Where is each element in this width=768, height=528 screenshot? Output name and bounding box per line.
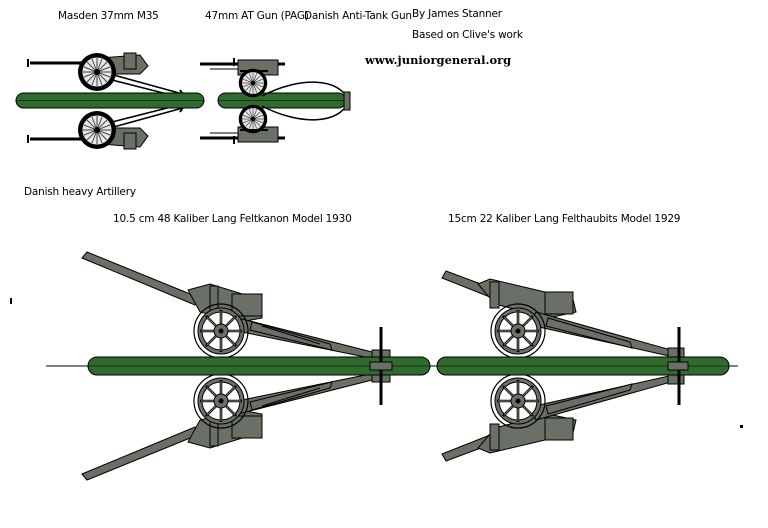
author-credit: By James Stanner [412, 8, 502, 20]
pag-wheel-bottom [238, 104, 268, 134]
heavy-artillery-heading: Danish heavy Artillery [24, 186, 136, 198]
felthaubits-title: 15cm 22 Kaliber Lang Felthaubits Model 1… [448, 213, 681, 225]
based-on-credit: Based on Clive's work [412, 29, 523, 41]
madsen-title: Masden 37mm M35 [58, 10, 159, 22]
feltkanon-title: 10.5 cm 48 Kaliber Lang Feltkanon Model … [113, 213, 352, 225]
feltkanon-gun-bottom [82, 372, 390, 480]
felthaubits-gun-top [442, 271, 684, 358]
pag-wheel-top [238, 68, 268, 98]
felthaubits-gun-bottom [442, 374, 684, 461]
pag-title: 47mm AT Gun (PAG) [205, 10, 309, 22]
feltkanon-gun-top [82, 252, 390, 360]
site-url[interactable]: www.juniorgeneral.org [365, 53, 512, 67]
danish-at-title: Danish Anti-Tank Gun [304, 10, 412, 22]
